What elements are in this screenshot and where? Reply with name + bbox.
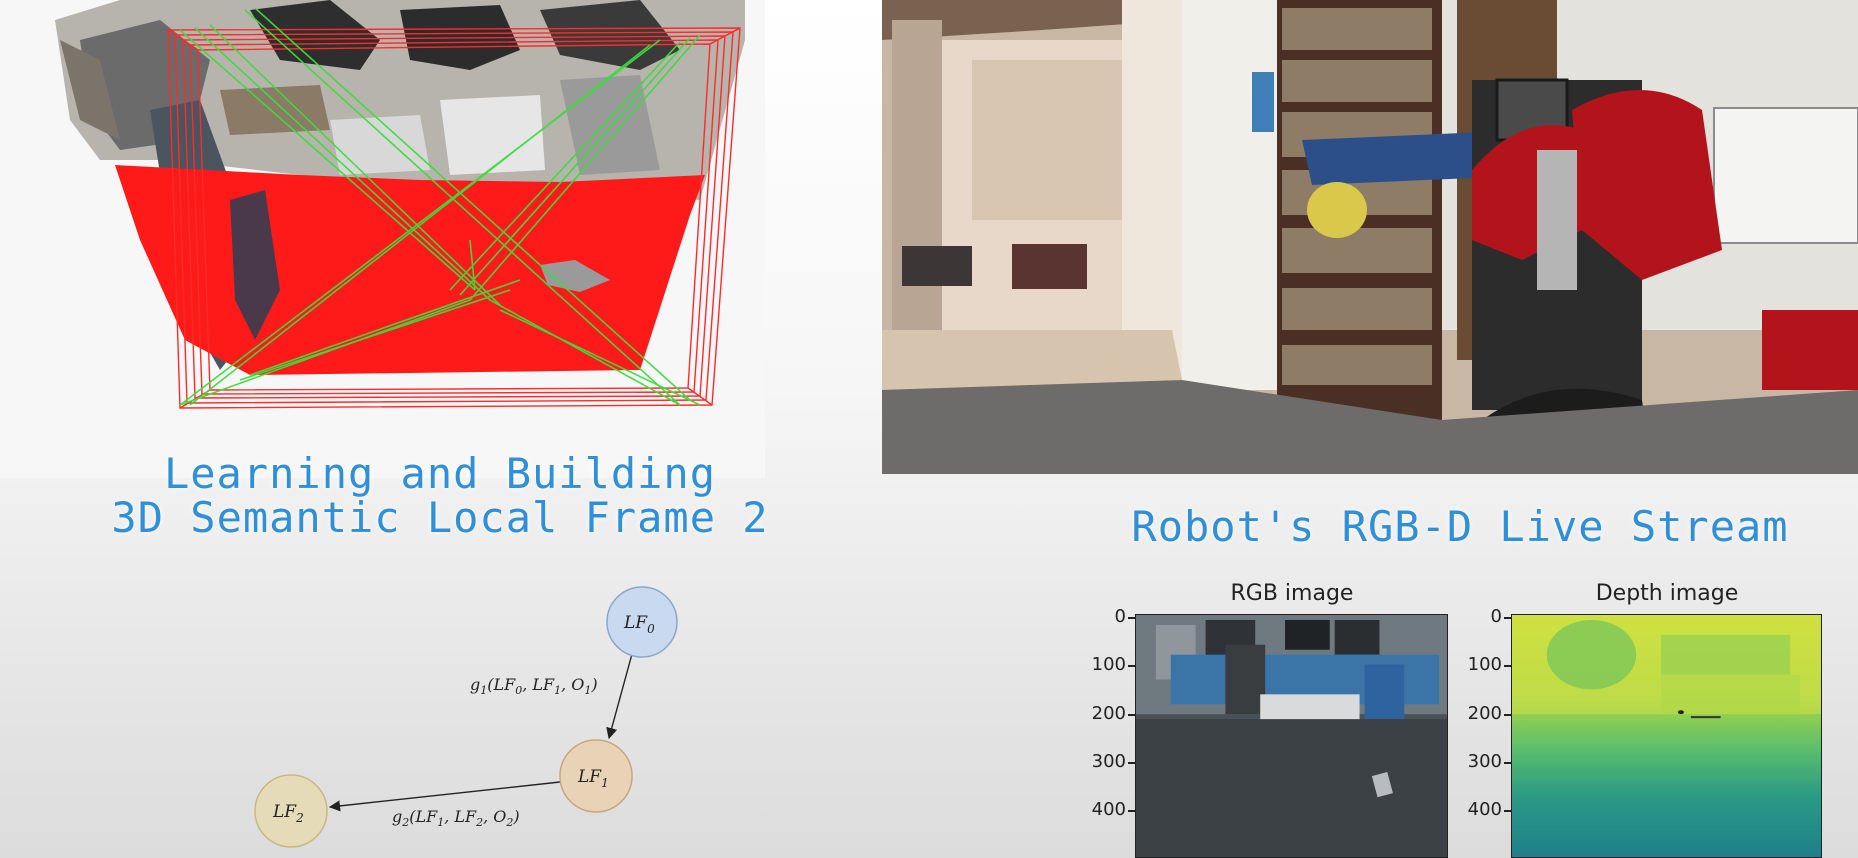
- svg-text:LF2: LF2: [272, 802, 304, 825]
- rgb-ytick-0: 0: [1114, 606, 1126, 627]
- left-title-line-2: 3D Semantic Local Frame 2: [111, 493, 769, 542]
- rgb-ytick-400: 400: [1091, 799, 1126, 820]
- right-panel-title: Robot's RGB-D Live Stream: [1131, 502, 1789, 551]
- svg-text:LF1: LF1: [577, 767, 609, 790]
- semantic-point-cloud-view: [0, 0, 765, 478]
- left-panel-title: Learning and Building 3D Semantic Local …: [60, 452, 820, 540]
- depth-ytick-300: 300: [1467, 751, 1502, 772]
- rgb-plot-y-axis: 0 100 200 300 400: [1070, 606, 1135, 858]
- depth-ytick-200: 200: [1467, 703, 1502, 724]
- local-frame-graph: LF0 LF1 LF2 g1(LF0, LF1, O1) g2(LF1, LF2…: [0, 570, 880, 858]
- depth-plot-title: Depth image: [1595, 581, 1739, 606]
- rgb-image: [1135, 614, 1448, 858]
- node-lf0: LF0: [606, 586, 678, 658]
- edge-lf1-lf2: [328, 781, 561, 812]
- rgb-plot-title: RGB image: [1230, 581, 1354, 606]
- node-lf2: LF2: [254, 774, 328, 848]
- node-lf1: LF1: [559, 739, 633, 813]
- rgb-ytick-200: 200: [1091, 703, 1126, 724]
- depth-ytick-100: 100: [1467, 654, 1502, 675]
- edge-lf0-lf1: [606, 653, 633, 740]
- left-title-line-1: Learning and Building: [163, 449, 716, 498]
- edge-label-g1: g1(LF0, LF1, O1): [470, 675, 598, 697]
- svg-text:LF0: LF0: [623, 613, 655, 636]
- edge-label-g2: g2(LF1, LF2, O2): [392, 807, 520, 829]
- depth-ytick-0: 0: [1490, 606, 1502, 627]
- rgb-ytick-100: 100: [1091, 654, 1126, 675]
- depth-plot-y-axis: 0 100 200 300 400: [1446, 606, 1511, 858]
- depth-image: [1511, 614, 1822, 858]
- depth-ytick-400: 400: [1467, 799, 1502, 820]
- robot-lab-camera-view: [882, 0, 1858, 474]
- rgb-ytick-300: 300: [1091, 751, 1126, 772]
